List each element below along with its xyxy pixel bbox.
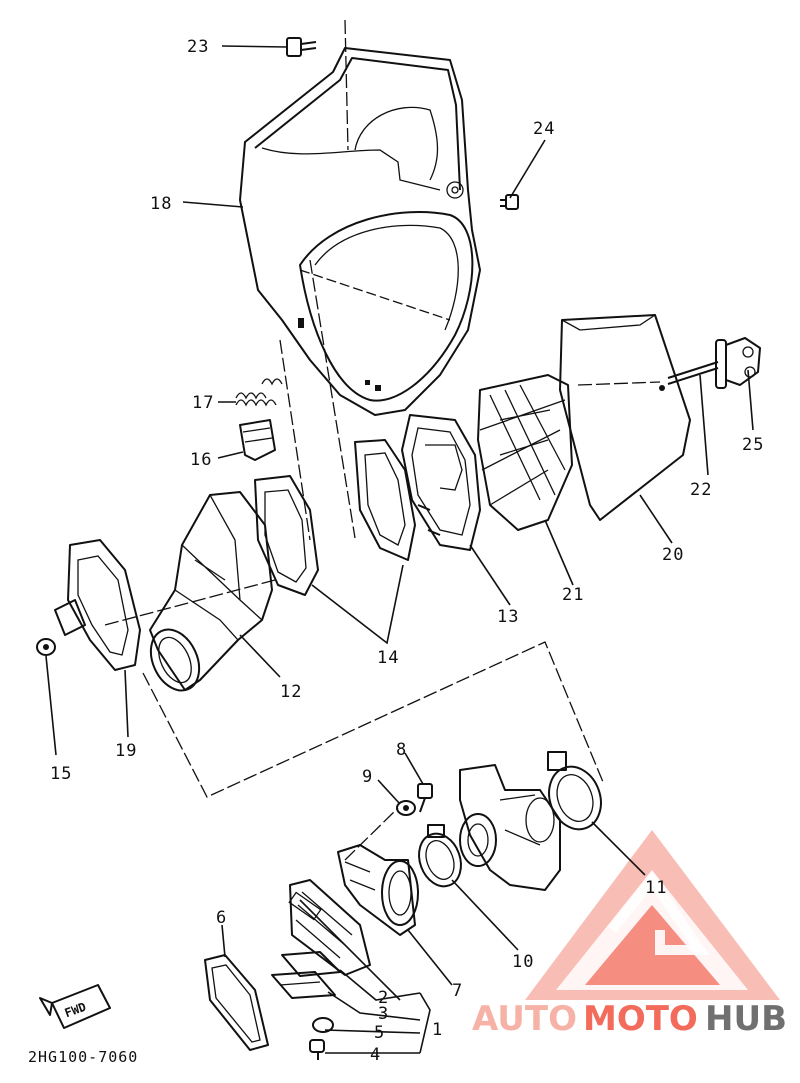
part-2-reed-petal [281,951,341,977]
part-24-bolt [500,194,519,210]
callout-9: 9 [362,767,373,787]
callout-15: 15 [50,764,72,784]
callout-18: 18 [150,194,172,214]
watermark-text-auto: AUTO [472,999,577,1039]
part-14-gasket-a [354,439,416,561]
part-3-stopper-plate [271,971,336,999]
callout-11: 11 [645,878,667,898]
callout-19: 19 [115,741,137,761]
callout-10: 10 [512,952,534,972]
part-16-rubber-boot [239,419,276,461]
callout-17: 17 [192,393,214,413]
fwd-arrow: FWD [39,984,111,1029]
callout-2: 2 [378,988,389,1008]
callout-3: 3 [378,1004,389,1024]
leader-lines [45,45,754,1054]
watermark-logo: AUTO MOTO HUB [472,830,787,1039]
callout-20: 20 [662,545,684,565]
callout-24: 24 [533,119,555,139]
part-20-filter-cap [559,314,691,521]
part-9-washer [396,800,416,816]
callout-21: 21 [562,585,584,605]
watermark-text-hub: HUB [705,999,787,1039]
callout-6: 6 [216,908,227,928]
callout-13: 13 [497,607,519,627]
callouts: 23 24 18 17 16 22 25 20 21 13 14 12 19 1… [50,37,764,1065]
part-10-clamp [418,824,462,888]
callout-8: 8 [396,740,407,760]
callout-14: 14 [377,648,399,668]
part-14-gasket-b [254,475,319,596]
callout-22: 22 [690,480,712,500]
part-11-clamp [547,751,602,831]
fwd-label: FWD [63,1000,88,1021]
part-12-intake-boot [149,491,273,692]
part-25-wing-nut [725,337,761,386]
callout-1: 1 [432,1020,443,1040]
part-23-bolt [286,37,317,57]
part-5-washer [312,1017,334,1033]
part-6-gasket [204,954,269,1051]
callout-12: 12 [280,682,302,702]
watermark-text-moto: MOTO [583,999,698,1039]
part-4-screw [309,1039,325,1060]
part-15-nut [36,638,56,656]
part-13-filter-frame [401,414,481,551]
part-19-back-plate [54,539,141,671]
part-7-manifold [337,844,419,936]
callout-16: 16 [190,450,212,470]
part-1-reed-valve-assy [288,879,371,976]
part-21-filter-cage [477,374,573,531]
part-8-bolt [417,783,433,813]
callout-25: 25 [742,435,764,455]
callout-5: 5 [374,1023,385,1043]
part-11-carburetor [459,764,561,891]
part-18-air-box [239,19,481,416]
callout-7: 7 [452,981,463,1001]
callout-23: 23 [187,37,209,57]
part-22-wing-bolt [667,339,727,389]
callout-4: 4 [370,1045,381,1065]
diagram-code: 2HG100-7060 [28,1048,138,1066]
part-17-springs [235,378,283,407]
